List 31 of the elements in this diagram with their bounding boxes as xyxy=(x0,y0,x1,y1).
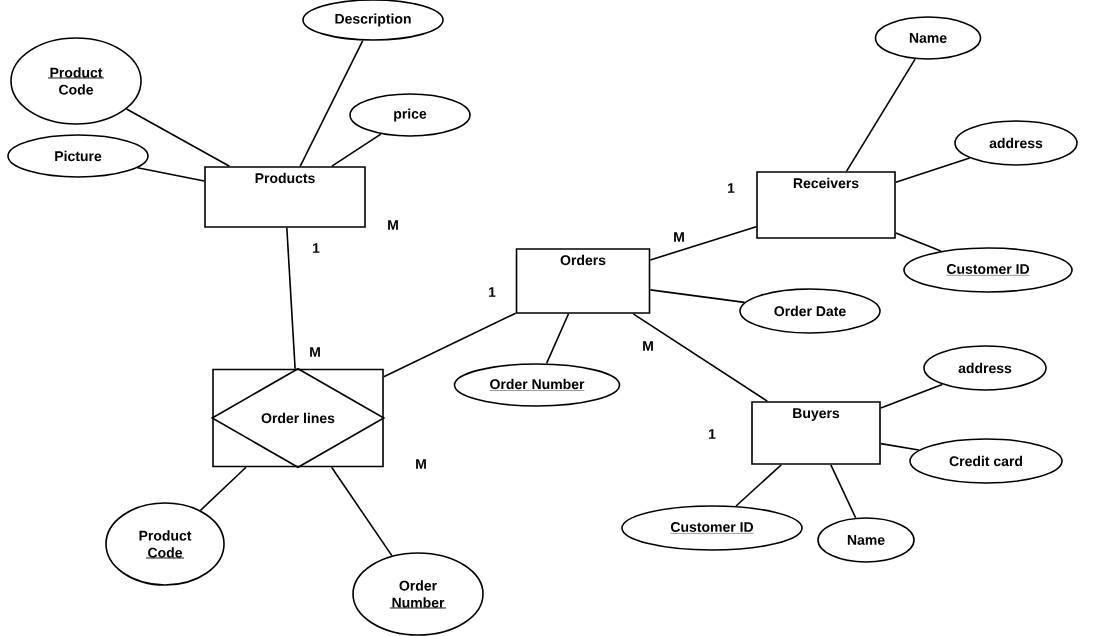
cardinality-label: 1 xyxy=(728,183,735,193)
entity-box: Buyers xyxy=(751,401,881,465)
connector-line xyxy=(136,167,205,182)
entity-box: Orders xyxy=(515,248,651,314)
connector-line xyxy=(545,313,570,365)
connector-line xyxy=(735,464,782,507)
connector-line xyxy=(632,313,769,402)
cardinality-label: 1 xyxy=(313,243,320,253)
connector-line xyxy=(895,157,971,183)
connector-line xyxy=(286,227,296,370)
cardinality-label: M xyxy=(416,459,426,469)
connector-line xyxy=(649,289,746,304)
connector-line xyxy=(330,466,393,557)
connector-line xyxy=(649,225,757,261)
entity-box: Receivers xyxy=(756,171,896,239)
connector-line xyxy=(299,39,364,167)
connector-line xyxy=(383,312,517,378)
cardinality-label: 1 xyxy=(709,429,716,439)
connector-line xyxy=(880,442,920,451)
entity-box: Products xyxy=(204,166,366,228)
cardinality-label: M xyxy=(674,232,684,242)
connector-line xyxy=(331,133,382,167)
connector-line xyxy=(199,466,247,512)
connector-line xyxy=(845,58,916,172)
connector-line xyxy=(830,464,857,519)
connector-line xyxy=(880,383,944,409)
cardinality-label: M xyxy=(388,220,398,230)
cardinality-label: M xyxy=(643,341,653,351)
connector-line xyxy=(895,232,942,252)
cardinality-label: 1 xyxy=(489,287,496,297)
connector-line xyxy=(125,108,231,167)
